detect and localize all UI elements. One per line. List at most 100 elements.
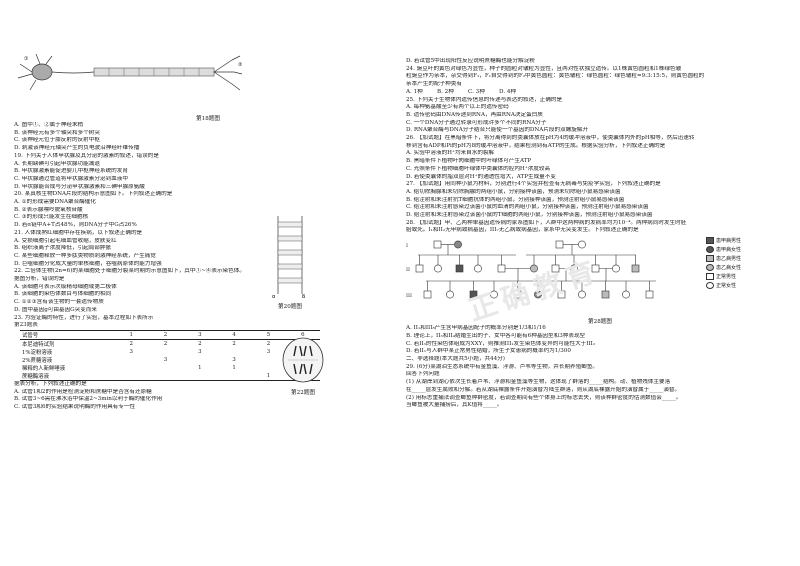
table-cell: 2	[232, 340, 236, 347]
fig22-caption: 第22题图	[291, 390, 315, 396]
legend-item: 患乙病女性	[706, 264, 741, 273]
q24-stem-2: 粒豌豆作为亲本，杂交得到F₁，F₁自交得到的F₂中黄色圆粒：黄色皱粒：绿色圆粒：…	[406, 73, 705, 80]
neuron-diagram: ① ②	[17, 53, 243, 91]
table23-caption: 第23题表	[14, 322, 38, 329]
svg-text:III: III	[406, 293, 412, 299]
legend-swatch	[706, 255, 714, 263]
q24-stem-3: 亲本产生的配子种类有	[406, 81, 462, 88]
legend-label: 正常女性	[716, 283, 737, 290]
q23-option-c: C. 试管3和6的实验结果说明酶的作用具有专一性	[14, 404, 136, 411]
q21-option-d: D. 巨噬细胞分化成大量的单核细胞，吞噬病原体的能力增强	[14, 260, 162, 267]
table-cell	[216, 371, 252, 381]
q23-stem: 23. 为验证酶的特性，进行了实验，基本过程如下表所示	[14, 314, 154, 321]
table-row: 1%淀粉溶液 3 3 3	[20, 348, 320, 356]
right-column: D. 若试管5中出现阳性反应说明蔗糖酶也能分解淀粉 24. 豌豆叶的黄色对绿色为…	[406, 0, 794, 566]
table-row: 稀释的人新鲜唾液 1 1	[20, 364, 320, 372]
legend-item: 患甲病女性	[706, 246, 741, 255]
table-cell	[114, 364, 148, 372]
svg-text:β: β	[302, 294, 305, 298]
table-header-cell: 4	[216, 329, 252, 340]
q19-option-a: A. 长期缺碘可引起甲状腺功能减退	[14, 160, 100, 167]
question-28: 28. 【加试题】甲、乙两种单基因遗传病的家系图如下，人群中这两种病的发病率均为…	[406, 220, 794, 356]
table-header-cell: 2	[148, 329, 183, 340]
table-cell	[114, 371, 149, 381]
q27-option-d: D. 给注射和未注射感染过该菌小鼠的T细胞的两组小鼠，分别接种该菌，预测注射组小…	[406, 212, 653, 219]
table-row: 蔗糖酶溶液 1 1	[20, 371, 320, 381]
question-29: 29. (6分)某湖泊生态系统中有金鱼藻、浮游、芦苇等生物，并长期养殖鲫鱼。 回…	[406, 364, 794, 410]
legend-item: 患甲病男性	[706, 237, 741, 246]
svg-text:I: I	[406, 243, 408, 249]
table-cell: 3	[198, 348, 202, 355]
dna-figure: α β 第20题图	[272, 214, 308, 310]
q22-option-d: D. 图中基因g可由基因G突变而来	[14, 306, 98, 313]
table-row: 本尼迪特试剂 2 2 2 2 2 2	[20, 339, 320, 348]
q18-option-c: C. 该神经元位于膝反射的反射中枢	[14, 137, 100, 144]
q28-stem: 28. 【加试题】甲、乙两种单基因遗传病的家系图如下，人群中这两种病的发病率均为…	[406, 219, 687, 226]
q29-part-1-cont: 在_____层发生腐败和分解。若从湖底裸露条件开始演替为陆生群落，则从湖底裸露开…	[406, 386, 681, 393]
pedigree-legend: 患甲病男性 患甲病女性 患乙病男性 患乙病女性 正常男性 正常女性	[706, 237, 741, 291]
table-cell	[182, 371, 217, 381]
q26-option-c: C. 光照条件下植物细胞叶绿体中类囊体的腔内H⁺浓度较高	[406, 165, 551, 172]
q20-option-b: B. ②表示腺嘌呤脱氧核苷酸	[14, 206, 83, 213]
q22-option-b: B. 该细胞的染色体数目与体细胞的相同	[14, 291, 112, 298]
q29-part-1: (1) 从湖岸到湖心依次生长着芦苇、浮游和金鱼藻等生物，这体现了群落的_____…	[406, 379, 671, 386]
q20-option-a: A. ①的形成需要DNA聚合酶催化	[14, 199, 96, 206]
table-cell: 1	[232, 364, 236, 371]
q20-option-d: D. 若α链中A+T占48%，则DNA分子中G占26%	[14, 222, 137, 229]
q28-option-b: B. 理论上，II₃和II₄结婚生出的子、女中各可能有6种基因型和3种表现型	[406, 332, 586, 339]
q18-option-a: A. 图中①、②属于神经末梢	[14, 122, 84, 128]
table-cell: 2	[198, 340, 202, 347]
q26-stem: 26. 【加试题】在黑暗条件下，将分离得到的类囊体放在pH为4的缓冲溶液中，使类…	[406, 135, 695, 142]
q29-stem: 29. (6分)某湖泊生态系统中有金鱼藻、浮游、芦苇等生物，并长期养殖鲫鱼。	[406, 363, 599, 370]
table-cell	[217, 348, 251, 356]
legend-swatch	[706, 237, 714, 245]
question-18: A. 图中①、②属于神经末梢 B. 该神经元有多个轴突和多个树突 C. 该神经元…	[14, 122, 402, 153]
table-cell: 1%淀粉溶液	[22, 349, 53, 356]
q21-stem: 21. 人体成熟红细胞中存在疾病，以下叙述正确的是	[14, 229, 143, 236]
table-header-cell: 1	[114, 329, 149, 340]
legend-label: 患甲病女性	[716, 247, 742, 254]
table-cell	[114, 356, 148, 364]
question-22: 22. 二倍体生物(2n=6)的某细胞处于细胞分裂某时期的示意图如下，其中①~④…	[14, 268, 402, 314]
q18-option-b: B. 该神经元有多个轴突和多个树突	[14, 129, 100, 136]
table-cell: 3	[129, 348, 133, 355]
q22-stem: 22. 二倍体生物(2n=6)的某细胞处于细胞分裂某时期的示意图如下，其中①~④…	[14, 268, 245, 275]
q23-question: 据表分析，下列叙述正确的是	[14, 380, 87, 387]
table-cell: 3	[266, 348, 271, 355]
table-cell: 3	[232, 356, 236, 363]
legend-item: 患乙病男性	[706, 255, 741, 264]
table-cell: 1	[251, 371, 286, 381]
table-header-cell: 3	[182, 329, 217, 340]
question-23: 23. 为验证酶的特性，进行了实验，基本过程如下表所示 第23题表 试管号 1 …	[14, 315, 402, 412]
pedigree-figure: 正确教育 I II	[406, 235, 794, 327]
q24-stem: 24. 豌豆叶的黄色对绿色为显性，种子的圆粒对皱粒为显性，且两对性状独立遗传。以…	[406, 65, 682, 72]
table-23: 试管号 1 2 3 4 5 6 本尼迪特试剂 2 2 2 2 2 2 1%淀粉溶…	[20, 329, 320, 381]
q19-option-d: D. 甲状腺能合成与分泌甲状腺激素和三碘甲腺原氨酸	[14, 183, 145, 190]
table-header-row: 试管号 1 2 3 4 5 6	[20, 329, 320, 340]
q25-option-a: A. 每种氨基酸至少有两个以上的遗传密码	[406, 104, 509, 111]
svg-text:②: ②	[238, 62, 243, 68]
q23-option-a: A. 试管1和2的作用是检测淀粉和蔗糖中是否含有还原糖	[14, 388, 152, 395]
table-cell	[183, 356, 217, 364]
q21-option-b: B. 组织液离子浓度降低，引起局部肿胀	[14, 245, 112, 252]
q25-option-b: B. 遗传密码由DNA传递到RNA，再由RNA决定蛋白质	[406, 111, 543, 118]
svg-text:①: ①	[24, 56, 29, 62]
table-cell: 本尼迪特试剂	[22, 341, 55, 348]
q25-option-c: C. 一个DNA分子通过转录可形成许多个不同的RNA分子	[406, 119, 547, 126]
question-25: 25. 下列关于生物体内遗传信息的传递与表达的叙述，正确的是 A. 每种氨基酸至…	[406, 97, 794, 136]
legend-label: 患乙病女性	[716, 265, 742, 272]
legend-label: 正常男性	[716, 274, 737, 281]
q28-option-d: D. 若II₁与人群中某正常男性结婚，所生子女患病的概率约为1/300	[406, 348, 571, 355]
legend-item: 正常男性	[706, 273, 741, 282]
table-cell: 2	[129, 340, 133, 347]
svg-text:II: II	[406, 267, 410, 273]
section-heading: 二、非选择题(本大题共5小题，共44分)	[406, 355, 505, 362]
legend-item: 正常女性	[706, 282, 741, 291]
q29-part-2: (2) 用标志重捕法调查鲫鱼种群密度，若调查期间有些个体身上的标志丢失，则该种群…	[406, 394, 682, 401]
fig20-caption: 第20题图	[278, 304, 302, 310]
q25-stem: 25. 下列关于生物体内遗传信息的传递与表达的叙述，正确的是	[406, 96, 563, 103]
question-19: 19. 下列关于人体甲状腺及其分泌的激素的叙述，错误的是 A. 长期缺碘可引起甲…	[14, 153, 402, 192]
svg-text:α: α	[272, 294, 276, 298]
legend-swatch	[706, 282, 714, 290]
neuron-figure: ① ②	[14, 50, 402, 114]
